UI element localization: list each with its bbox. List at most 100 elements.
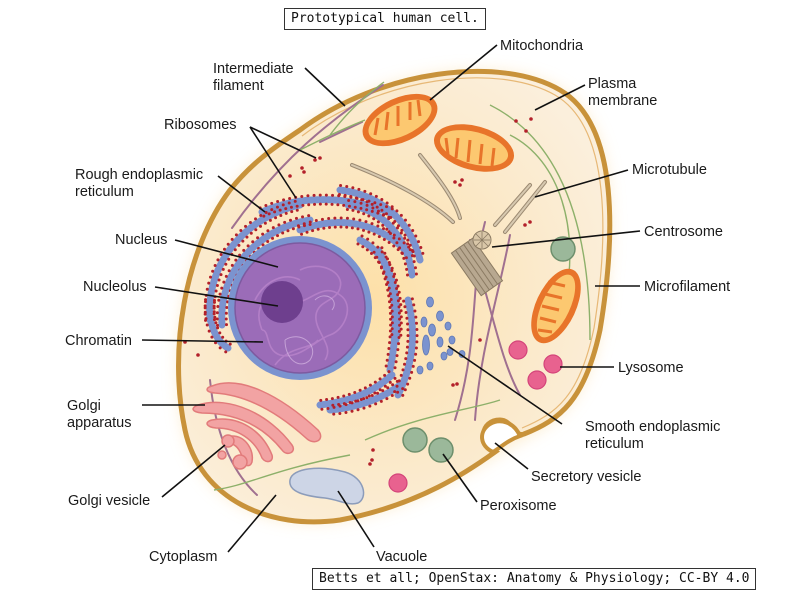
ribosome-dot xyxy=(365,248,369,252)
ribosome-dot xyxy=(283,220,287,224)
ribosome-dot xyxy=(385,227,389,231)
ribosome-dot xyxy=(313,202,317,206)
ribosome-dot xyxy=(274,216,278,220)
ribosome-dot xyxy=(244,224,248,228)
ribosome-dot xyxy=(331,193,335,197)
ribosome-dot xyxy=(217,278,221,282)
ribosome-dot xyxy=(218,292,222,296)
ribosome-dot xyxy=(282,198,286,202)
ribosome-dot xyxy=(376,220,380,224)
ribosome-dot xyxy=(295,204,299,208)
ribosome-dot xyxy=(397,237,401,241)
ribosome-dot xyxy=(273,210,277,214)
ribosome-dot xyxy=(390,269,394,273)
ribosome-dot xyxy=(234,258,238,262)
ribosome-dot xyxy=(270,201,274,205)
ribosome-dot xyxy=(403,218,407,222)
ribosome-dot xyxy=(212,318,216,322)
ribosome-dot xyxy=(345,225,349,229)
ribosome-dot xyxy=(365,200,369,204)
ribosome-dot xyxy=(343,193,347,197)
label-secretory-vesicle: Secretory vesicle xyxy=(531,469,641,485)
ribosome-dot xyxy=(368,383,372,387)
ribosome-dot xyxy=(218,346,222,350)
ribosome-dot xyxy=(370,394,374,398)
ribosome-dot xyxy=(413,266,417,270)
label-golgi-vesicle: Golgi vesicle xyxy=(68,493,150,509)
ribosome-dot xyxy=(413,309,417,313)
ribosome-dot xyxy=(342,394,346,398)
ribosome-dot xyxy=(386,352,390,356)
ribosome-dot xyxy=(291,227,295,231)
ribosome-dot xyxy=(404,357,408,361)
ribosome-dot xyxy=(222,280,226,284)
ribosome-dot xyxy=(387,370,391,374)
ribosome-dot xyxy=(391,383,395,387)
ribosome-dot xyxy=(374,402,378,406)
ribosome-dot xyxy=(406,339,410,343)
label-cytoplasm: Cytoplasm xyxy=(149,549,218,565)
ribosome-dot xyxy=(294,216,298,220)
ribosome-dot xyxy=(388,263,392,267)
ribosome-dot xyxy=(224,311,228,315)
ribosome-dot xyxy=(390,333,394,337)
ribosome-dot xyxy=(251,240,255,244)
ribosome-dot xyxy=(239,228,243,232)
vesicle xyxy=(550,236,576,262)
ribosome-dot xyxy=(386,386,390,390)
ribosome-dot xyxy=(308,223,312,227)
ribosome-dot xyxy=(318,202,322,206)
ribosome-dot xyxy=(360,198,364,202)
ribosome-dot xyxy=(402,241,406,245)
ribosome-dot xyxy=(406,322,410,326)
ribosome-dot xyxy=(327,217,331,221)
ribosome-dot xyxy=(322,226,326,230)
ribosome-dot xyxy=(403,233,407,237)
ribosome-dot xyxy=(261,232,265,236)
ribosome-dot xyxy=(398,296,402,300)
ribosome-dot xyxy=(320,407,324,411)
ribosome-dot xyxy=(388,341,392,345)
ribosome-dot xyxy=(387,294,391,298)
ribosome-dot xyxy=(415,327,419,331)
ribosome-dot xyxy=(295,208,299,212)
ribosome-dot xyxy=(339,225,343,229)
ribosome-dot xyxy=(397,335,401,339)
lysosomes xyxy=(388,340,563,493)
ribosome-dot xyxy=(339,184,343,188)
ribosome-dot xyxy=(398,246,402,250)
ribosome-dot xyxy=(414,352,418,356)
label-peroxisome: Peroxisome xyxy=(480,498,557,514)
ribosome-dot xyxy=(238,253,242,257)
ribosome-dot xyxy=(254,228,258,232)
ribosome-dot xyxy=(406,328,410,332)
ribosome-dot xyxy=(300,194,304,198)
ribosome-dot xyxy=(356,408,360,412)
ribosome-dot xyxy=(215,317,219,321)
ribosome-dot xyxy=(390,303,394,307)
ribosome-dot xyxy=(395,384,399,388)
ribosome-dot xyxy=(377,261,381,265)
ribosome-dot xyxy=(279,213,283,217)
ribosome-dot xyxy=(216,305,220,309)
ribosome-dot xyxy=(205,287,209,291)
ribosome-dot xyxy=(215,311,219,315)
ribosome-dot xyxy=(221,267,225,271)
ribosome-dot xyxy=(390,394,394,398)
ribosome-dot xyxy=(385,397,389,401)
ribosome-dot xyxy=(203,310,207,314)
ribosome-dot xyxy=(392,274,396,278)
mitochondrion xyxy=(433,124,515,172)
ribosome-dot xyxy=(370,202,374,206)
ribosome-dot xyxy=(380,208,384,212)
ribosome-dot xyxy=(388,300,392,304)
label-mitochondria: Mitochondria xyxy=(500,38,584,54)
ribosome-dot xyxy=(372,232,376,236)
ribosome-dot xyxy=(393,366,397,370)
ribosome-dot xyxy=(349,194,353,198)
ribosome-dot xyxy=(367,394,371,398)
ribosome-dot xyxy=(384,212,388,216)
ribosome-dot xyxy=(242,248,246,252)
ribosome-dot xyxy=(388,292,392,296)
